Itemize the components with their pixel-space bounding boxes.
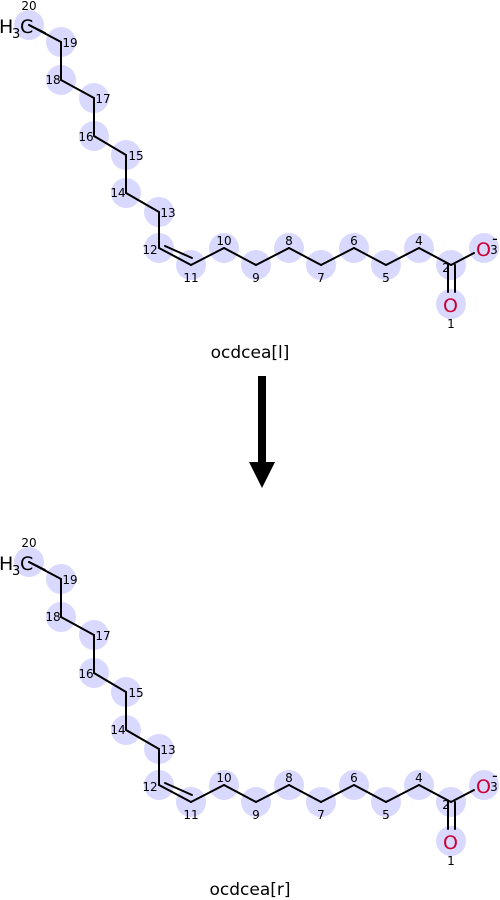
atom-number-15: 15 bbox=[128, 149, 143, 163]
bond-7-6 bbox=[320, 784, 355, 803]
atom-number-13: 13 bbox=[160, 743, 175, 757]
atom-number-19: 19 bbox=[62, 573, 77, 587]
arrow-head bbox=[249, 462, 275, 488]
atom-number-10: 10 bbox=[216, 234, 231, 248]
bond-12-11 bbox=[158, 247, 192, 266]
methyl-subscript-label: 3 bbox=[12, 27, 20, 42]
bond-12-11-second-line bbox=[164, 782, 193, 796]
atom-number-1: 1 bbox=[447, 854, 455, 868]
bond-14-13 bbox=[125, 729, 160, 750]
bond-18-17 bbox=[60, 616, 95, 636]
atom-number-11: 11 bbox=[183, 271, 198, 285]
atom-number-4: 4 bbox=[415, 234, 423, 248]
reaction-arrow bbox=[249, 376, 275, 488]
methyl-h-label: H bbox=[0, 16, 13, 38]
atom-number-6: 6 bbox=[350, 771, 358, 785]
bond-10-9 bbox=[223, 784, 257, 803]
atom-number-6: 6 bbox=[350, 234, 358, 248]
atom-number-7: 7 bbox=[317, 271, 325, 285]
oxygen-3-label: O bbox=[476, 776, 491, 798]
arrow-shaft bbox=[258, 376, 266, 462]
atom-number-20: 20 bbox=[21, 0, 36, 13]
atom-number-20: 20 bbox=[21, 536, 36, 550]
atom-number-9: 9 bbox=[252, 808, 260, 822]
atom-highlight-1 bbox=[436, 826, 466, 856]
methyl-subscript-label: 3 bbox=[12, 564, 20, 579]
atom-number-3: 3 bbox=[490, 780, 498, 794]
atom-number-17: 17 bbox=[95, 92, 110, 106]
atom-number-19: 19 bbox=[62, 36, 77, 50]
atom-number-8: 8 bbox=[285, 234, 293, 248]
methyl-c-label: C bbox=[20, 553, 33, 575]
bond-14-13 bbox=[125, 192, 160, 213]
bond-9-8 bbox=[255, 784, 290, 803]
bond-18-17 bbox=[60, 79, 95, 99]
bond-4-2 bbox=[418, 247, 452, 266]
bond-5-4 bbox=[385, 784, 420, 803]
atom-number-7: 7 bbox=[317, 808, 325, 822]
caption-right-compartment: ocdcea[r] bbox=[209, 880, 291, 900]
bond-16-15 bbox=[93, 135, 127, 156]
atom-number-17: 17 bbox=[95, 629, 110, 643]
atom-highlight-1 bbox=[436, 289, 466, 319]
bond-2-3 bbox=[450, 252, 475, 266]
bond-2-3 bbox=[450, 789, 475, 803]
atom-number-16: 16 bbox=[78, 130, 93, 144]
methyl-h-label: H bbox=[0, 553, 13, 575]
atom-number-18: 18 bbox=[45, 610, 60, 624]
oxygen-1-label: O bbox=[443, 832, 458, 854]
bond-11-10 bbox=[190, 247, 225, 266]
bond-6-5 bbox=[353, 247, 387, 266]
bond-4-2 bbox=[418, 784, 452, 803]
atom-highlight-3 bbox=[469, 233, 499, 263]
atom-number-12: 12 bbox=[142, 780, 157, 794]
negative-charge-label: - bbox=[492, 229, 498, 248]
oxygen-1-label: O bbox=[443, 295, 458, 317]
atom-number-14: 14 bbox=[110, 186, 125, 200]
atom-number-11: 11 bbox=[183, 808, 198, 822]
atom-number-16: 16 bbox=[78, 667, 93, 681]
atom-number-1: 1 bbox=[447, 317, 455, 331]
atom-number-14: 14 bbox=[110, 723, 125, 737]
bond-7-6 bbox=[320, 247, 355, 266]
atom-number-8: 8 bbox=[285, 771, 293, 785]
atom-number-10: 10 bbox=[216, 771, 231, 785]
atom-number-4: 4 bbox=[415, 771, 423, 785]
atom-number-18: 18 bbox=[45, 73, 60, 87]
bond-20-methyl bbox=[28, 561, 46, 571]
bond-10-9 bbox=[223, 247, 257, 266]
atom-highlight-3 bbox=[469, 770, 499, 800]
atom-number-2: 2 bbox=[442, 798, 450, 812]
bond-5-4 bbox=[385, 247, 420, 266]
atom-number-15: 15 bbox=[128, 686, 143, 700]
atom-number-2: 2 bbox=[442, 261, 450, 275]
bond-12-11 bbox=[158, 784, 192, 803]
atom-number-5: 5 bbox=[382, 808, 390, 822]
bond-12-11-second-line bbox=[164, 245, 193, 259]
atom-number-3: 3 bbox=[490, 243, 498, 257]
bond-9-8 bbox=[255, 247, 290, 266]
methyl-c-label: C bbox=[20, 16, 33, 38]
atom-number-5: 5 bbox=[382, 271, 390, 285]
bond-16-15 bbox=[93, 672, 127, 693]
negative-charge-label: - bbox=[492, 766, 498, 785]
bond-11-10 bbox=[190, 784, 225, 803]
bond-8-7 bbox=[288, 784, 322, 803]
caption-left-compartment: ocdcea[l] bbox=[210, 343, 290, 363]
bond-20-methyl bbox=[28, 24, 46, 34]
bond-6-5 bbox=[353, 784, 387, 803]
atom-number-9: 9 bbox=[252, 271, 260, 285]
bond-8-7 bbox=[288, 247, 322, 266]
oxygen-3-label: O bbox=[476, 239, 491, 261]
atom-number-12: 12 bbox=[142, 243, 157, 257]
atom-number-13: 13 bbox=[160, 206, 175, 220]
